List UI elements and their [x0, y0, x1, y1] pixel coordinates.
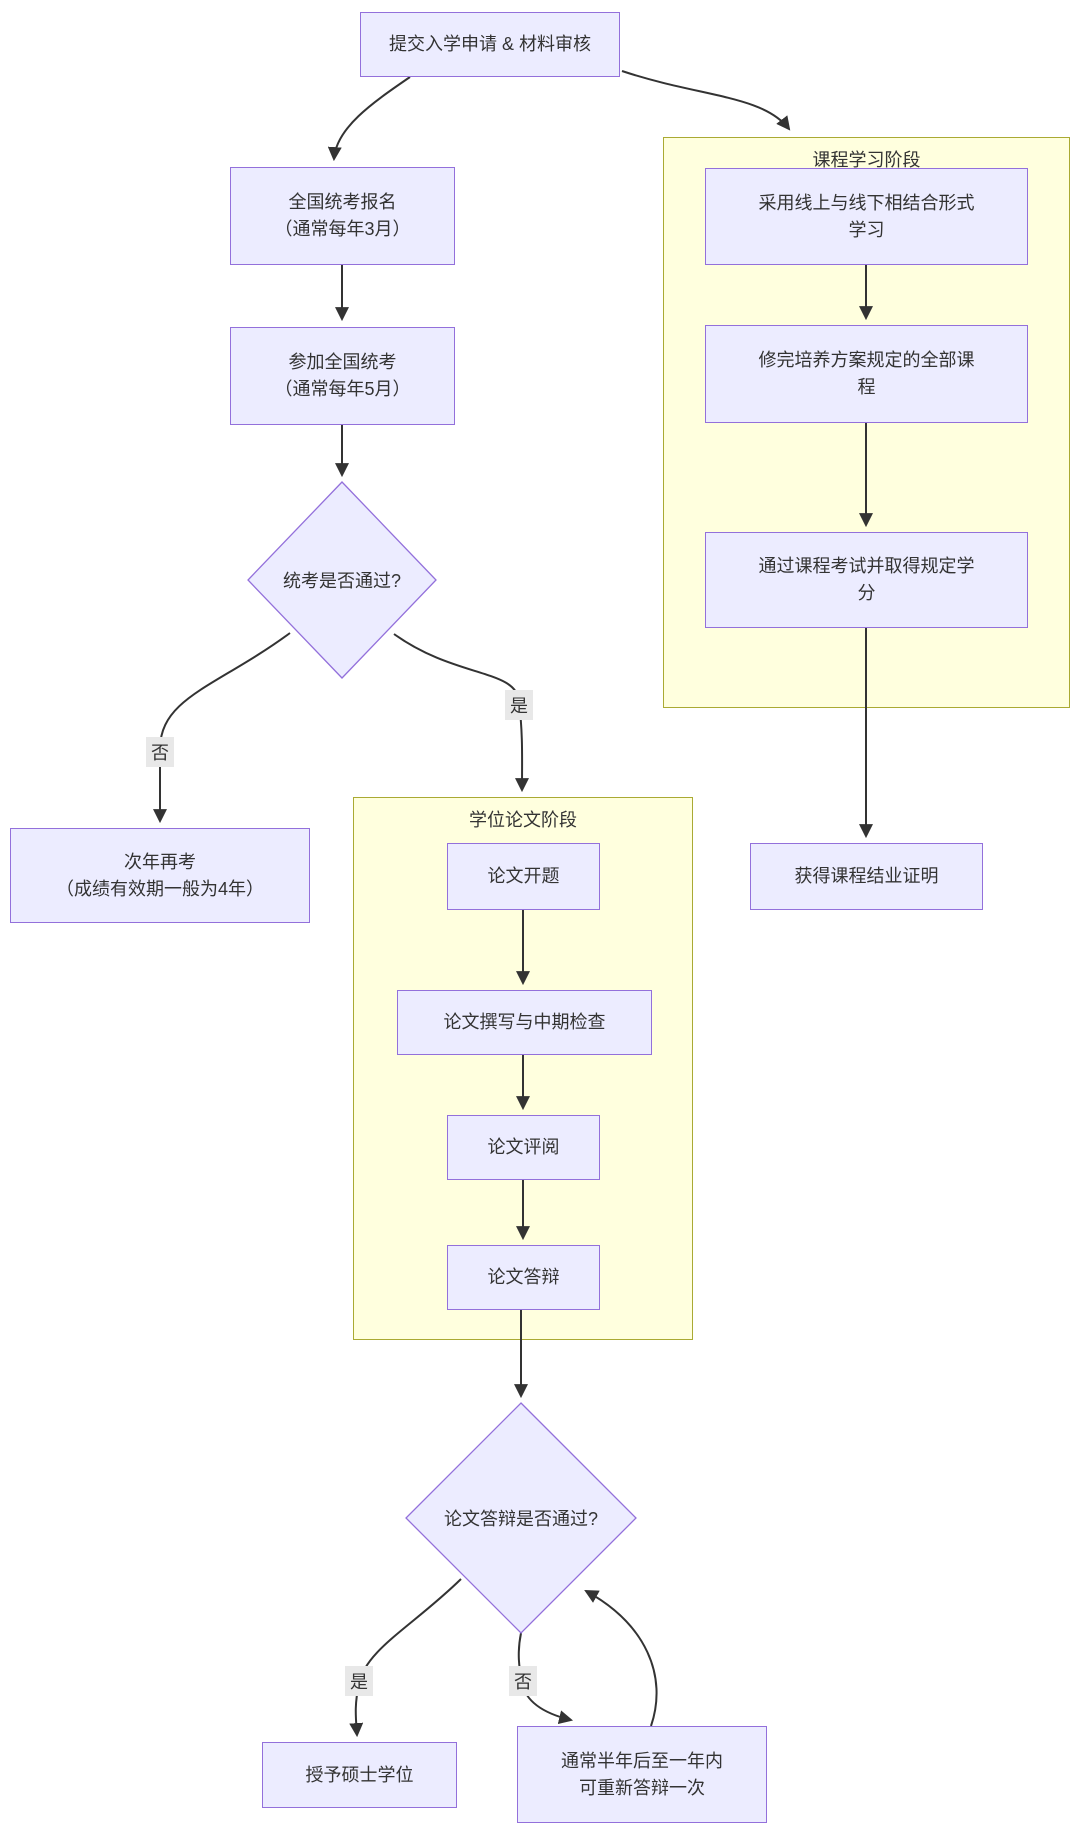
edge-label-no-2: 否 — [509, 1666, 537, 1696]
edge-label-no-1: 否 — [146, 737, 174, 767]
node-thesis-review: 论文评阅 — [447, 1115, 600, 1180]
node-award-degree: 授予硕士学位 — [262, 1742, 457, 1808]
edge-decision2-yes-award — [349, 1578, 462, 1738]
node-exam-registration: 全国统考报名 （通常每年3月） — [230, 167, 455, 265]
node-retry-next-year: 次年再考 （成绩有效期一般为4年） — [10, 828, 310, 923]
node-thesis-defense: 论文答辩 — [447, 1245, 600, 1310]
edge-decision-yes-thesis — [393, 633, 530, 793]
node-take-exam: 参加全国统考 （通常每年5月） — [230, 327, 455, 425]
node-online-offline-study: 采用线上与线下相结合形式 学习 — [705, 168, 1028, 265]
node-course-certificate: 获得课程结业证明 — [750, 843, 983, 910]
subgraph-thesis-title: 学位论文阶段 — [469, 810, 577, 830]
edge-decision-no-retry — [153, 632, 291, 824]
edge-label-yes-1: 是 — [505, 690, 533, 720]
node-thesis-writing: 论文撰写与中期检查 — [397, 990, 652, 1055]
edge-submit-register — [327, 76, 411, 162]
edge-label-yes-2: 是 — [345, 1666, 373, 1696]
exam-pass-question: 统考是否通过? — [282, 571, 401, 591]
defense-pass-question: 论文答辩是否通过? — [443, 1509, 598, 1529]
edge-redefend-decision2-loop — [584, 1589, 658, 1727]
defense-pass-diamond — [405, 1402, 637, 1634]
node-redefend: 通常半年后至一年内 可重新答辩一次 — [517, 1726, 767, 1823]
node-submit-application: 提交入学申请 & 材料审核 — [360, 12, 620, 77]
node-pass-course-exams: 通过课程考试并取得规定学 分 — [705, 532, 1028, 628]
subgraph-course-title: 课程学习阶段 — [812, 150, 921, 170]
node-thesis-proposal: 论文开题 — [447, 843, 600, 910]
exam-pass-diamond — [247, 481, 437, 679]
edge-submit-course — [621, 70, 791, 131]
node-complete-courses: 修完培养方案规定的全部课 程 — [705, 325, 1028, 423]
